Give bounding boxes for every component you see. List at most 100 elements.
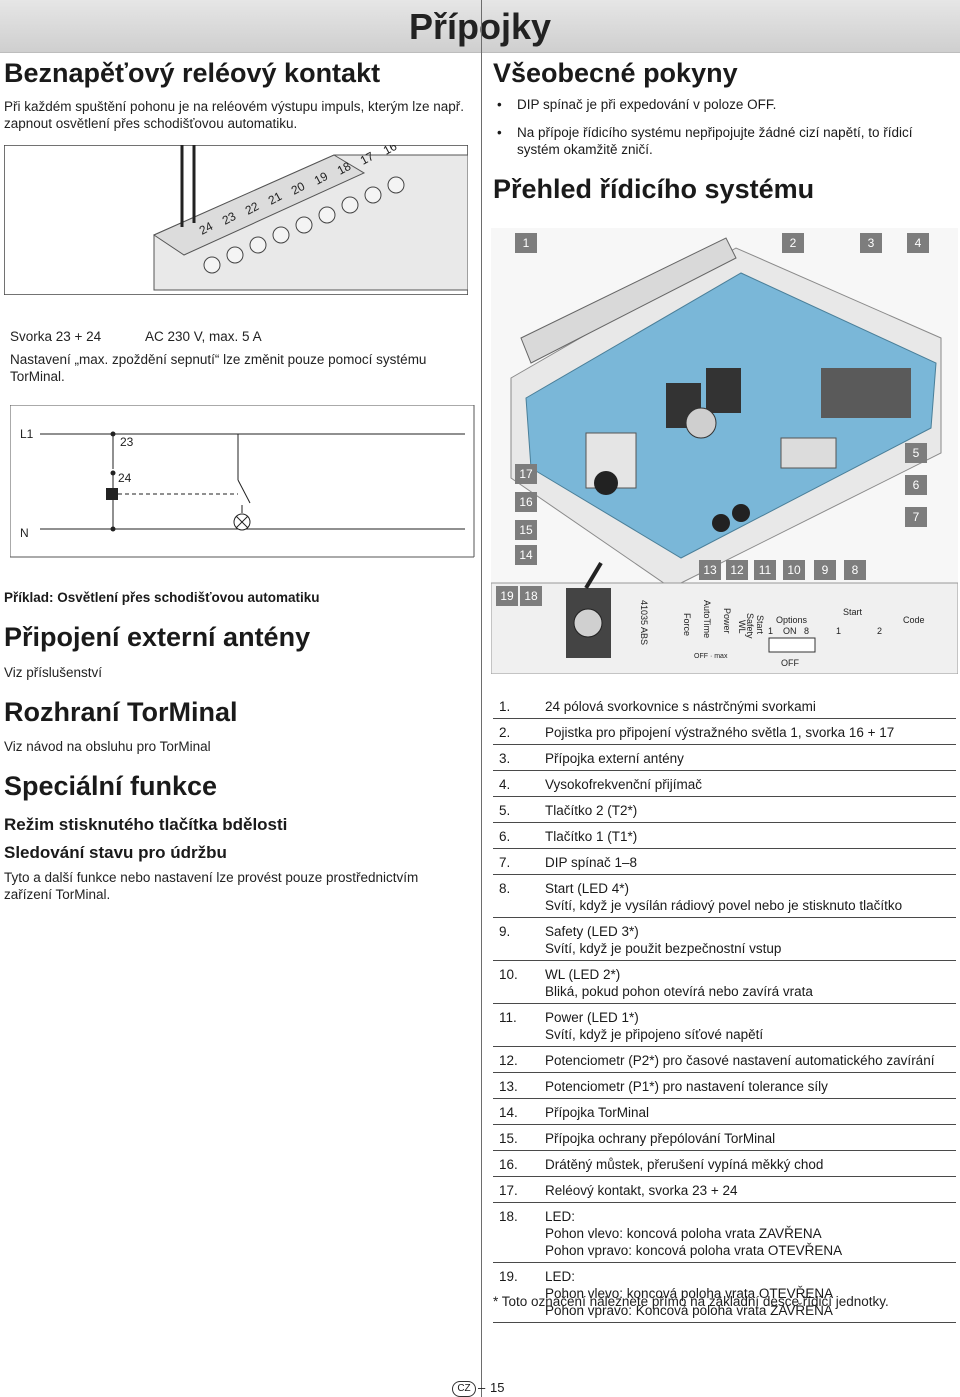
label-autotime: AutoTime <box>702 600 712 638</box>
bullet-1: DIP spínač je při expedování v poloze OF… <box>497 96 947 113</box>
legend-row: 18. LED: Pohon vlevo: koncová poloha vrat… <box>493 1203 956 1263</box>
terminal-screw <box>272 226 290 244</box>
terminal-number: 18 <box>335 159 354 178</box>
label-s2: 2 <box>877 626 882 636</box>
terminal-number: 17 <box>358 149 377 168</box>
callout-1: 1 <box>515 233 537 253</box>
legend-row: 15.Přípojka ochrany přepólování TorMinal <box>493 1125 956 1151</box>
terminal-screw <box>387 176 405 194</box>
callout-4: 4 <box>907 233 929 253</box>
legend-number: 5. <box>499 803 511 818</box>
callout-17: 17 <box>515 464 537 484</box>
legend-row: 16.Drátěný můstek, přerušení vypíná měkk… <box>493 1151 956 1177</box>
legend-number: 11. <box>499 1010 517 1025</box>
callout-3: 3 <box>860 233 882 253</box>
page-title: Přípojky <box>408 6 552 47</box>
legend-row: 3.Přípojka externí antény <box>493 745 956 771</box>
legend-row: 1. 24 pólová svorkovnice s nástrčnými svo… <box>493 693 956 719</box>
relay-title: Beznapěťový reléový kontakt <box>4 58 381 88</box>
legend-number: 6. <box>499 829 511 844</box>
bullet-2: Na přípoje řídicího systému nepřipojujte… <box>497 124 937 158</box>
control-board-illustration: 41035 ABS Force AutoTime Power WL Safety… <box>491 228 958 674</box>
label-code: Code <box>903 615 925 625</box>
legend-text: Potenciometr (P2*) pro časové nastavení … <box>545 1053 935 1068</box>
legend-text: Power (LED 1*) Svítí, když je připojeno … <box>545 1010 764 1042</box>
legend-row: 10.WL (LED 2*) Bliká, pokud pohon otevír… <box>493 961 956 1004</box>
legend-number: 4. <box>499 777 511 792</box>
legend-number: 1. <box>499 699 511 714</box>
legend-text: Vysokofrekvenční přijímač <box>545 777 703 792</box>
legend-row: 17.Reléový kontakt, svorka 23 + 24 <box>493 1177 956 1203</box>
callout-19: 19 <box>496 586 518 606</box>
general-title: Všeobecné pokyny <box>493 58 738 88</box>
legend-number: 14. <box>499 1105 518 1120</box>
label-dip-1: 1 <box>768 626 773 636</box>
legend-text: Drátěný můstek, přerušení vypíná měkký c… <box>545 1157 824 1172</box>
callout-7: 7 <box>905 507 927 527</box>
column-divider <box>481 0 482 1397</box>
legend-number: 18. <box>499 1209 518 1224</box>
label-force: Force <box>682 613 692 636</box>
terminal-23-label: 23 <box>120 435 134 449</box>
legend-text: Start (LED 4*) Svítí, když je vysílán rá… <box>545 881 903 913</box>
relay-text: Při každém spuštění pohonu je na reléové… <box>4 99 464 131</box>
label-dip-8: 8 <box>804 626 809 636</box>
label-abs: 41035 ABS <box>639 600 649 645</box>
callout-14: 14 <box>515 545 537 565</box>
svorka-value: AC 230 V, max. 5 A <box>145 329 262 344</box>
legend-text: Potenciometr (P1*) pro nastavení toleran… <box>545 1079 828 1094</box>
terminal-screw <box>364 186 382 204</box>
label-safety: Safety <box>745 613 755 639</box>
antenna-title: Připojení externí antény <box>4 622 311 652</box>
n-label: N <box>20 526 29 540</box>
terminal-screw <box>203 256 221 274</box>
legend-row: 12. Potenciometr (P2*) pro časové nastave… <box>493 1047 956 1073</box>
svorka-label: Svorka 23 + 24 <box>10 329 102 344</box>
callout-10: 10 <box>783 560 805 580</box>
legend-text: LED: Pohon vlevo: koncová poloha vrata O… <box>545 1269 834 1318</box>
legend-number: 13. <box>499 1079 518 1094</box>
legend-row: 8. Start (LED 4*) Svítí, když je vysílán … <box>493 875 956 918</box>
legend-text: Safety (LED 3*) Svítí, když je použit be… <box>545 924 782 956</box>
legend-text: LED: Pohon vlevo: koncová poloha vrata Z… <box>545 1209 843 1258</box>
label-wl: WL <box>737 620 747 634</box>
terminal-number: 23 <box>220 209 239 228</box>
legend-row: 14.Přípojka TorMinal <box>493 1099 956 1125</box>
header-band <box>0 0 960 53</box>
legend-number: 8. <box>499 881 511 896</box>
callout-12: 12 <box>726 560 748 580</box>
legend-number: 7. <box>499 855 511 870</box>
terminal-number: 19 <box>312 169 331 188</box>
terminal-number: 21 <box>266 189 285 208</box>
label-options: Options <box>776 615 808 625</box>
special-text: Tyto a další funkce nebo nastavení lze p… <box>4 870 419 902</box>
legend-number: 3. <box>499 751 511 766</box>
legend-text: Tlačítko 2 (T2*) <box>545 803 638 818</box>
language-badge: CZ <box>452 1381 476 1397</box>
callout-16: 16 <box>515 492 537 512</box>
example-caption: Příklad: Osvětlení přes schodišťovou aut… <box>4 590 320 605</box>
terminal-24-label: 24 <box>118 471 132 485</box>
legend-number: 2. <box>499 725 511 740</box>
label-on: ON <box>783 626 797 636</box>
terminal-screw <box>226 246 244 264</box>
legend-number: 19. <box>499 1269 518 1284</box>
legend-row: 5. Tlačítko 2 (T2*) <box>493 797 956 823</box>
callout-2: 2 <box>782 233 804 253</box>
overview-title: Přehled řídicího systému <box>493 174 815 204</box>
label-off: OFF <box>781 658 799 668</box>
legend-text: 24 pólová svorkovnice s nástrčnými svork… <box>545 699 816 714</box>
legend-row: 19. LED: Pohon vlevo: koncová poloha vrat… <box>493 1263 956 1323</box>
page-number-dash: – <box>478 1380 486 1395</box>
callout-13: 13 <box>699 560 721 580</box>
terminal-screw <box>318 206 336 224</box>
legend-number: 12. <box>499 1053 518 1068</box>
terminal-number: 20 <box>289 179 308 198</box>
torminal-title: Rozhraní TorMinal <box>4 697 238 727</box>
legend-number: 9. <box>499 924 511 939</box>
antenna-text: Viz příslušenství <box>4 665 103 680</box>
legend-text: Reléový kontakt, svorka 23 + 24 <box>545 1183 738 1198</box>
label-start: Start <box>755 615 765 635</box>
terminal-screw <box>341 196 359 214</box>
